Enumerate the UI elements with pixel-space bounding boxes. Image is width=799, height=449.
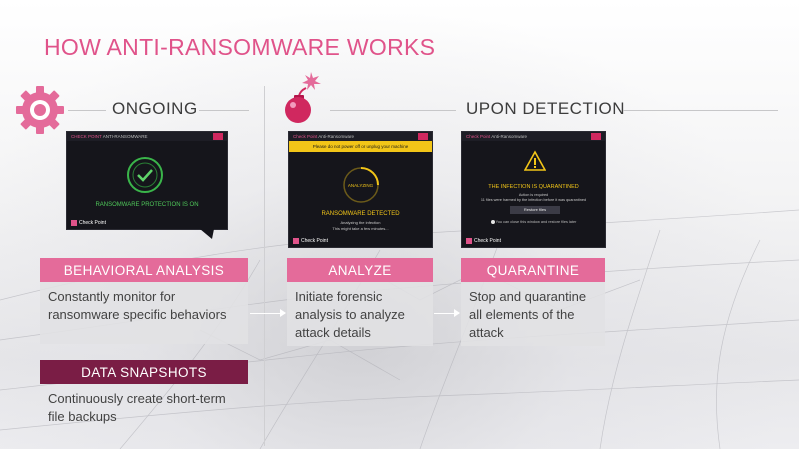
behavioral-analysis-body: Constantly monitor for ransomware specif… (40, 282, 248, 344)
slide-title: HOW ANTI-RANSOMWARE WORKS (44, 34, 436, 60)
bomb-icon (285, 72, 321, 123)
analyzing-window: Check Point Anti-Ransomware Please do no… (288, 131, 433, 248)
close-button[interactable] (418, 133, 428, 140)
protection-window: CHECK POINT ANTI-RANSOMWARE RANSOMWARE P… (66, 131, 228, 230)
analyze-header: ANALYZE (287, 258, 433, 282)
checkbox[interactable] (490, 220, 495, 224)
analyzing-titlebar: Check Point Anti-Ransomware (289, 132, 432, 141)
analyzing-sub1: Analyzing the infection (340, 220, 381, 225)
check-circle-icon (127, 157, 163, 193)
protection-status: RANSOMWARE PROTECTION IS ON (95, 202, 199, 208)
ongoing-rule-right (199, 110, 249, 111)
window-title: ANTI-RANSOMWARE (102, 134, 148, 139)
close-later-checkbox-row[interactable]: You can close this window and restore fi… (462, 220, 605, 224)
data-snapshots-body: Continuously create short-term file back… (48, 391, 226, 424)
analyzing-sub2: This might take a few minutes... (332, 226, 389, 231)
close-button[interactable] (591, 133, 601, 140)
check-point-logo: Check Point (293, 238, 328, 244)
window-title: Anti-Ransomware (318, 134, 355, 139)
warning-triangle-icon (524, 150, 546, 171)
flow-arrow-2 (434, 309, 460, 317)
close-button[interactable] (213, 133, 223, 140)
quarantine-header: QUARANTINE (461, 258, 605, 282)
detection-rule-right (623, 110, 778, 111)
window-title: Anti-Ransomware (491, 134, 528, 139)
quarantined-titlebar: Check Point Anti-Ransomware (462, 132, 605, 141)
section-ongoing-label: ONGOING (112, 99, 198, 118)
callout-tail (200, 229, 214, 239)
quarantined-window: Check Point Anti-Ransomware THE INFECTIO… (461, 131, 606, 248)
warning-banner: Please do not power off or unplug your m… (289, 141, 432, 152)
window-brand: Check Point (293, 134, 318, 139)
section-detection-label: UPON DETECTION (466, 99, 626, 118)
ransomware-detected-headline: RANSOMWARE DETECTED (321, 211, 400, 217)
analyzing-ring-icon (343, 167, 379, 203)
ongoing-rule-left (68, 110, 106, 111)
ring-label: ANALYZING (347, 183, 374, 188)
quarantine-body: Stop and quarantine all elements of the … (461, 282, 605, 346)
gear-icon (16, 86, 64, 134)
flow-arrow-1 (250, 309, 286, 317)
quarantined-headline: THE INFECTION IS QUARANTINED (488, 184, 579, 190)
quarantined-sub2: 11 files were harmed by the infection be… (480, 198, 587, 202)
check-point-logo: Check Point (71, 220, 106, 226)
restore-files-button[interactable]: Restore files (510, 206, 560, 214)
quarantined-sub1: Action is required (518, 193, 549, 197)
data-snapshots-header: DATA SNAPSHOTS (40, 360, 248, 384)
behavioral-analysis-header: BEHAVIORAL ANALYSIS (40, 258, 248, 282)
section-divider (264, 86, 265, 446)
check-point-logo: Check Point (466, 238, 501, 244)
window-brand: Check Point (466, 134, 491, 139)
detection-rule-left (330, 110, 456, 111)
window-brand: CHECK POINT (71, 134, 102, 139)
analyze-body: Initiate forensic analysis to analyze at… (287, 282, 433, 346)
protection-titlebar: CHECK POINT ANTI-RANSOMWARE (67, 132, 227, 141)
